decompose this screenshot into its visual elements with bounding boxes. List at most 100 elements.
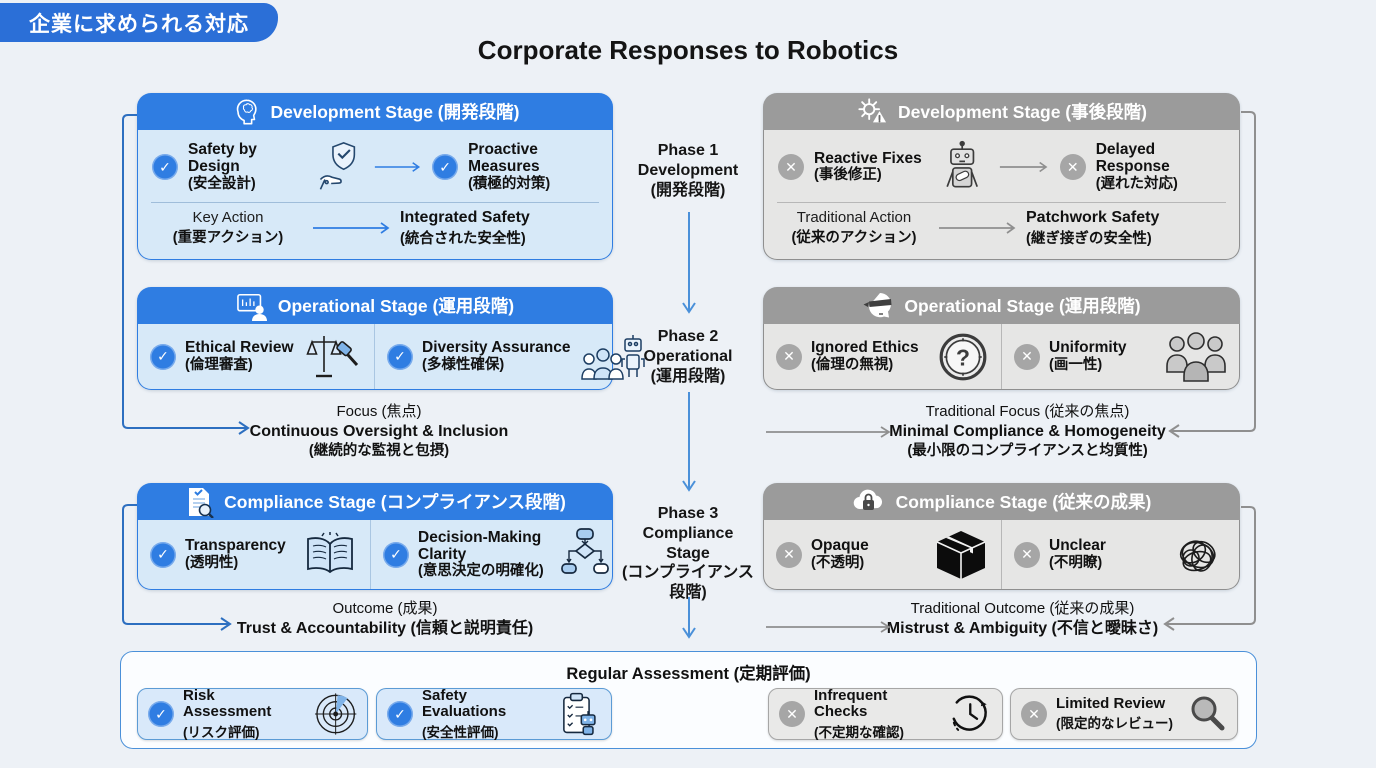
patchwork-safety-value: Patchwork Safety (継ぎ接ぎの安全性) xyxy=(1026,209,1160,247)
page-title: Corporate Responses to Robotics xyxy=(477,35,899,65)
ethical-review-item: Ethical Review (倫理審査) xyxy=(185,339,294,373)
phase-arrow-down-icon xyxy=(682,212,696,314)
presentation-person-icon xyxy=(237,293,267,321)
right-operational-block: Operational Stage (運用段階) ✕ Ignored Ethic… xyxy=(763,287,1240,390)
reactive-fixes-item: Reactive Fixes (事後修正) xyxy=(814,149,922,184)
x-icon: ✕ xyxy=(776,343,802,370)
arrow-right-icon xyxy=(313,222,390,235)
right-development-header: Development Stage (事後段階) xyxy=(763,93,1240,130)
divider xyxy=(151,202,599,203)
phase-1-label: Phase 1 Development (開発段階) xyxy=(637,142,739,199)
uniformity-item: Uniformity (画一性) xyxy=(1049,339,1127,373)
x-icon: ✕ xyxy=(1021,701,1047,727)
right-compliance-header-label: Compliance Stage (従来の成果) xyxy=(895,492,1152,512)
brain-head-icon xyxy=(236,98,257,125)
right-focus-note: Traditional Focus (従来の焦点) Minimal Compli… xyxy=(889,403,1166,460)
integrated-safety-value: Integrated Safety (統合された安全性) xyxy=(400,209,530,247)
infrequent-checks-text: Infrequent Checks (不定期な確認) xyxy=(814,686,904,740)
robot-bandage-icon xyxy=(946,140,978,188)
unclear-item: Unclear (不明瞭) xyxy=(1049,537,1106,571)
right-development-block: Development Stage (事後段階) ✕ Reactive Fixe… xyxy=(763,93,1240,260)
left-operational-header-label: Operational Stage (運用段階) xyxy=(277,296,515,316)
flowchart-icon xyxy=(561,527,609,574)
x-icon: ✕ xyxy=(778,154,804,180)
safety-evaluations-text: Safety Evaluations (安全性評価) xyxy=(422,686,507,740)
left-compliance-block: Compliance Stage (コンプライアンス段階) ✓ Transpar… xyxy=(137,483,613,590)
risk-assessment-text: Risk Assessment (リスク評価) xyxy=(183,686,272,740)
right-compliance-to-outcome-connector xyxy=(1163,506,1256,631)
document-check-magnifier-icon xyxy=(189,487,215,518)
right-outcome-arrow-icon xyxy=(766,621,891,633)
gear-warning-icon xyxy=(858,97,887,122)
right-development-body: ✕ Reactive Fixes (事後修正) ✕ xyxy=(763,130,1240,260)
right-development-header-label: Development Stage (事後段階) xyxy=(898,102,1147,122)
magnifier-icon xyxy=(1191,696,1225,731)
diversity-assurance-item: Diversity Assurance (多様性確保) xyxy=(422,339,571,373)
right-focus-arrow-icon xyxy=(766,426,891,438)
left-compliance-to-outcome-connector xyxy=(122,504,232,631)
radar-icon xyxy=(314,693,357,735)
check-icon: ✓ xyxy=(150,343,176,370)
phase-arrow-down-icon xyxy=(682,392,696,492)
left-development-block: Development Stage (開発段階) ✓ Safety by Des… xyxy=(137,93,613,260)
left-compliance-header-label: Compliance Stage (コンプライアンス段階) xyxy=(224,492,566,512)
scales-gavel-icon xyxy=(306,335,359,377)
black-box-icon xyxy=(936,530,986,579)
key-action-label: Key Action (重要アクション) xyxy=(172,209,284,247)
right-operational-header: Operational Stage (運用段階) xyxy=(763,287,1240,324)
transparency-item: Transparency (透明性) xyxy=(185,537,286,571)
svg-text:?: ? xyxy=(956,344,970,370)
cloud-lock-icon xyxy=(853,489,882,510)
left-operational-body: ✓ Ethical Review (倫理審査) ✓ Diversity A xyxy=(137,324,645,390)
people-robot-icon xyxy=(581,334,645,380)
right-operational-header-label: Operational Stage (運用段階) xyxy=(904,296,1141,316)
left-development-body: ✓ Safety by Design (安全設計) ✓ Proactive Me… xyxy=(137,130,613,260)
left-development-header-label: Development Stage (開発段階) xyxy=(270,102,520,122)
infrequent-checks-chip: ✕ Infrequent Checks (不定期な確認) xyxy=(768,686,1003,740)
phase-3-label: Phase 3 Compliance Stage (コンプライアンス 段階) xyxy=(622,505,754,602)
x-icon: ✕ xyxy=(776,541,802,568)
check-icon: ✓ xyxy=(432,154,459,180)
check-icon: ✓ xyxy=(152,154,178,180)
x-icon: ✕ xyxy=(1014,541,1040,568)
delayed-response-item: Delayed Response (遅れた対応) xyxy=(1095,141,1178,192)
risk-assessment-chip: ✓ Risk Assessment (リスク評価) xyxy=(137,686,368,740)
clock-history-icon xyxy=(953,695,988,731)
x-icon: ✕ xyxy=(1059,154,1086,180)
safety-by-design-item: Safety by Design (安全設計) xyxy=(188,141,257,192)
right-compliance-body: ✕ Opaque (不透明) ✕ Unclear (不明瞭) xyxy=(763,520,1240,590)
x-icon: ✕ xyxy=(779,701,805,727)
traditional-action-label: Traditional Action (従来のアクション) xyxy=(791,209,917,247)
clipboard-robot-icon xyxy=(563,692,596,736)
arrow-right-icon xyxy=(374,162,420,172)
blindfolded-head-icon xyxy=(863,292,892,317)
left-development-to-focus-connector xyxy=(122,114,250,435)
left-compliance-header: Compliance Stage (コンプライアンス段階) xyxy=(137,483,613,520)
left-operational-header: Operational Stage (運用段階) xyxy=(137,287,613,324)
proactive-measures-item: Proactive Measures (積極的対策) xyxy=(468,141,551,192)
left-focus-note: Focus (焦点) Continuous Oversight & Inclus… xyxy=(249,403,509,460)
right-development-to-focus-connector xyxy=(1168,111,1256,438)
phase-arrow-down-icon xyxy=(682,597,696,639)
shield-hand-check-icon xyxy=(319,142,355,190)
check-icon: ✓ xyxy=(383,541,409,568)
people-group-icon xyxy=(1166,331,1226,382)
right-outcome-note: Traditional Outcome (従来の成果) Mistrust & A… xyxy=(886,600,1159,637)
tangled-lines-icon xyxy=(1179,539,1216,572)
open-book-icon xyxy=(307,531,353,573)
left-development-header: Development Stage (開発段階) xyxy=(137,93,613,130)
check-icon: ✓ xyxy=(148,701,174,727)
check-icon: ✓ xyxy=(150,541,176,568)
limited-review-chip: ✕ Limited Review (限定的なレビュー) xyxy=(1010,688,1238,740)
arrow-right-icon xyxy=(999,161,1048,173)
divider xyxy=(777,202,1226,203)
decision-making-clarity-item: Decision-Making Clarity (意思決定の明確化) xyxy=(418,528,544,580)
left-operational-block: Operational Stage (運用段階) ✓ Ethical Revie… xyxy=(137,287,645,390)
ignored-ethics-item: Ignored Ethics (倫理の無視) xyxy=(811,339,919,373)
opaque-item: Opaque (不透明) xyxy=(811,537,869,571)
question-clock-icon: ? xyxy=(939,333,987,380)
x-icon: ✕ xyxy=(1014,343,1040,370)
limited-review-text: Limited Review (限定的なレビュー) xyxy=(1056,694,1173,732)
right-operational-body: ✕ Ignored Ethics (倫理の無視) ? ✕ Uniformity … xyxy=(763,324,1240,390)
